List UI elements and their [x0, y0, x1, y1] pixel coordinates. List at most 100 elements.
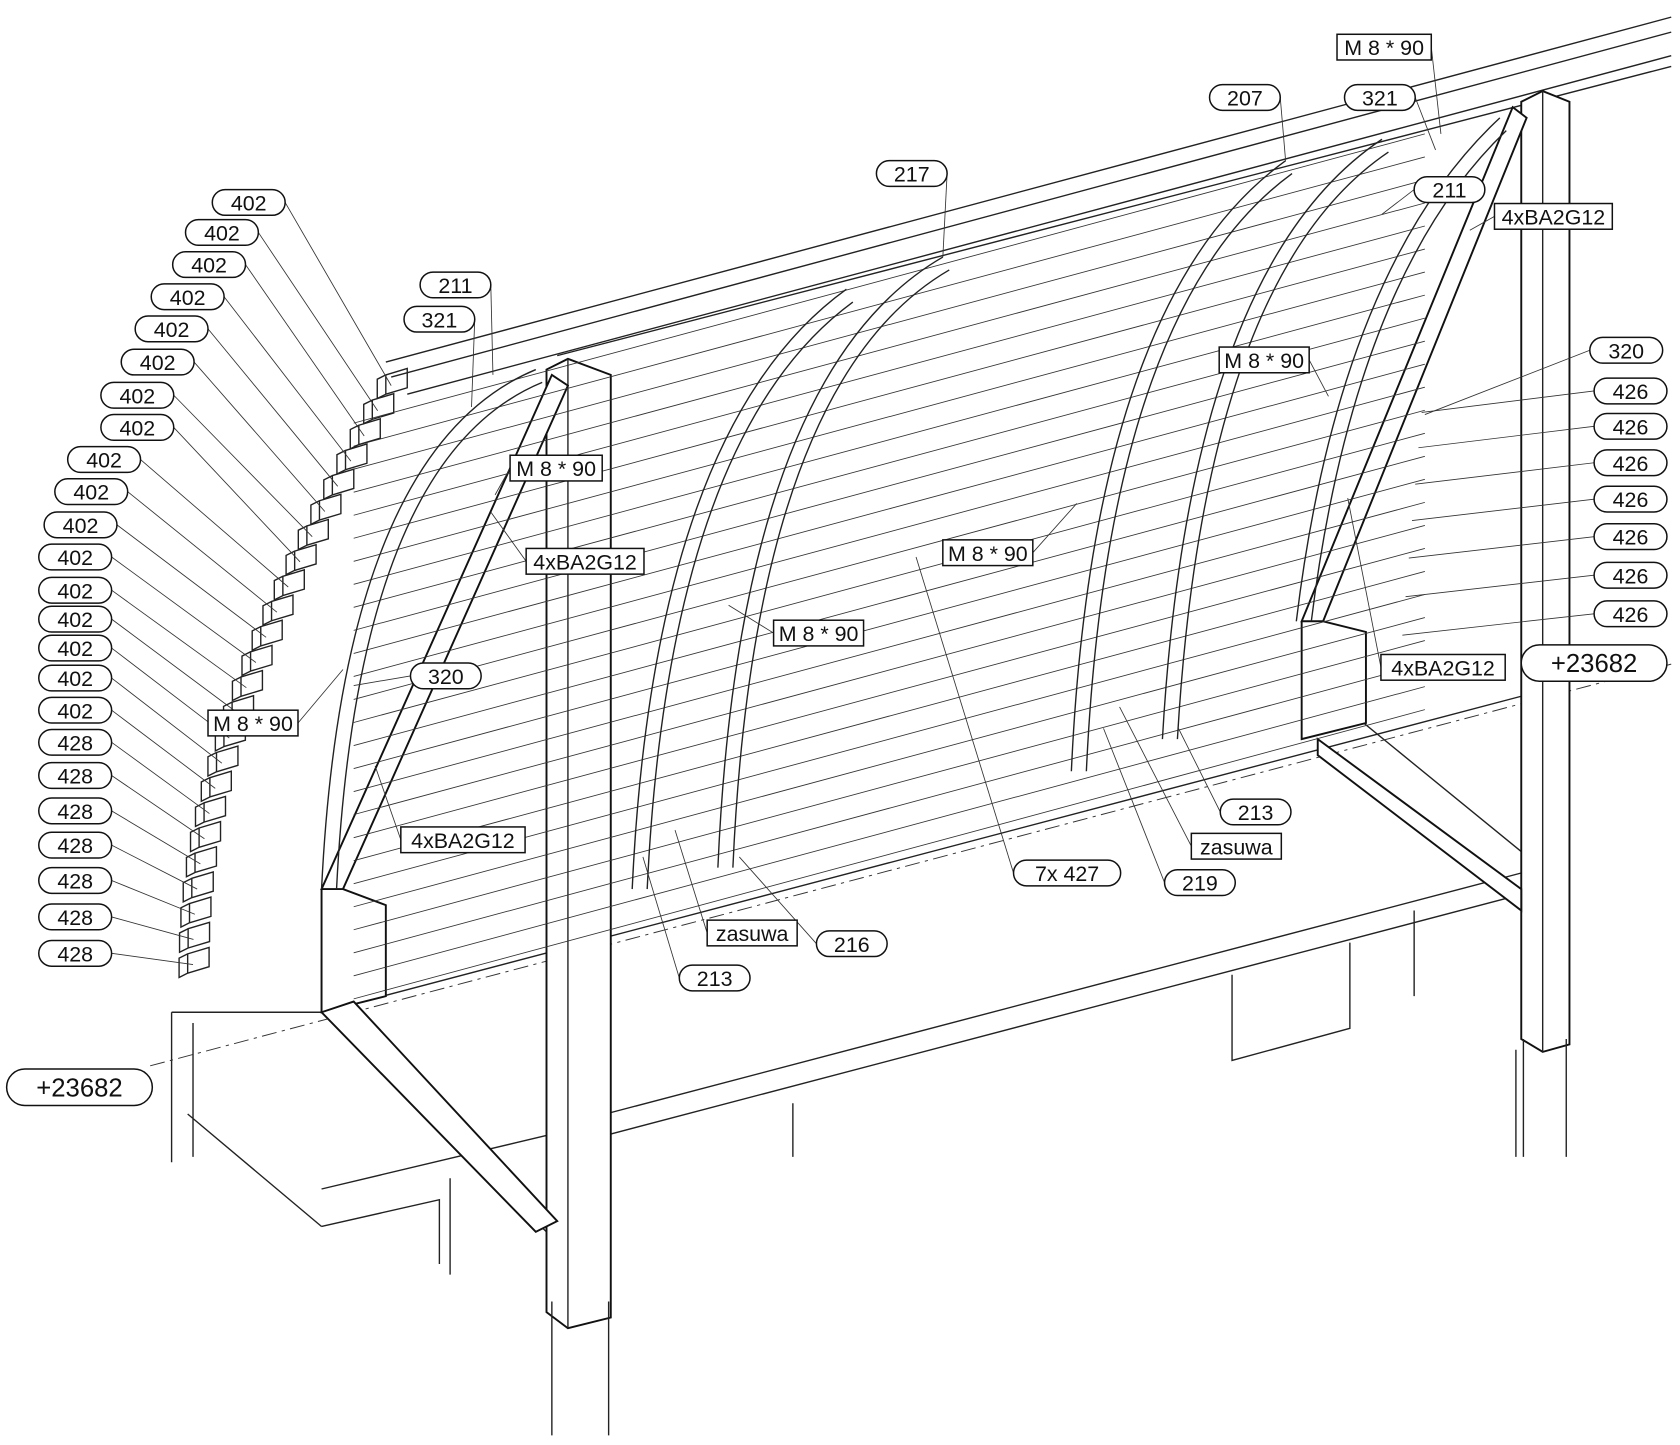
leader-line [353, 675, 411, 686]
part-number-label: 426 [1405, 561, 1668, 598]
leader-line [127, 491, 278, 613]
leader-line [111, 880, 196, 915]
part-number-label: 321 [1343, 83, 1436, 151]
left-diagonal-brace [320, 373, 570, 1014]
label-text: 428 [57, 800, 93, 824]
label-frame [419, 271, 492, 299]
label-text: 321 [1362, 87, 1398, 111]
leader-line [111, 741, 210, 814]
leader-line [284, 202, 392, 386]
louvre-end-block [376, 367, 408, 400]
label-frame [1593, 449, 1668, 477]
louvre-blade [353, 179, 1425, 470]
label-frame [38, 605, 113, 633]
label-text: 211 [438, 274, 472, 298]
callout-box-label: 4xBA2G12 [490, 511, 645, 575]
part-number-label: 402 [150, 283, 352, 462]
louvre-end-block [194, 795, 227, 828]
right-column-web [1522, 91, 1567, 1157]
leader-line [111, 810, 201, 865]
part-number-label: 321 [403, 305, 476, 408]
leader-line [258, 232, 379, 412]
right-base-strut [1316, 737, 1523, 913]
label-frame [1520, 644, 1668, 683]
label-frame [678, 964, 751, 992]
label-text: 207 [1227, 87, 1263, 111]
label-frame [54, 478, 129, 506]
part-number-label: 211 [419, 271, 494, 375]
leader-line [1430, 47, 1442, 134]
part-number-label: 216 [738, 856, 888, 958]
label-text: 402 [231, 192, 267, 216]
part-number-label: 402 [38, 605, 238, 714]
leader-line [223, 296, 352, 462]
label-frame [1336, 33, 1433, 61]
callout-box-label: M 8 * 90 [1336, 33, 1442, 134]
callout-box-label: M 8 * 90 [728, 604, 865, 647]
arch-rib [1070, 160, 1293, 772]
label-frame [1163, 869, 1237, 897]
leader-line [374, 765, 402, 840]
label-text: 426 [1613, 415, 1649, 439]
leader-line [1178, 728, 1221, 813]
louvre-blade [353, 294, 1425, 585]
label-text: 402 [191, 254, 227, 278]
louvre-blade [353, 617, 1425, 908]
label-frame [38, 696, 113, 724]
louvre-end-block [189, 820, 222, 853]
leader-line [111, 844, 198, 890]
part-number-label: 213 [1178, 728, 1292, 826]
label-frame [38, 634, 113, 662]
louvre-end-block [349, 417, 381, 450]
leader-line [1405, 574, 1595, 598]
louvre-blade [353, 133, 1425, 424]
label-frame [942, 539, 1034, 567]
label-text: 426 [1613, 488, 1649, 512]
label-frame [1413, 175, 1486, 204]
leader-line [1402, 613, 1595, 636]
louvre-end-block [185, 845, 218, 878]
leader-line [245, 264, 365, 437]
label-text: 219 [1182, 872, 1218, 896]
part-number-label: 402 [184, 218, 379, 412]
louvre-end-block [310, 493, 342, 526]
label-text: 213 [1238, 801, 1274, 825]
label-frame [1593, 412, 1668, 440]
label-text: M 8 * 90 [1224, 349, 1304, 373]
label-text: 426 [1613, 380, 1649, 404]
arch-rib [1295, 117, 1507, 622]
label-text: 402 [73, 481, 109, 505]
label-frame [38, 866, 113, 895]
label-text: 320 [428, 665, 464, 689]
label-text: 426 [1613, 564, 1649, 588]
label-frame [1493, 202, 1614, 230]
louvre-blade [353, 271, 1425, 562]
louvre-end-block [285, 543, 317, 576]
label-text: 428 [57, 834, 93, 858]
louvre-blade [353, 478, 1425, 769]
part-number-label: 428 [38, 903, 194, 940]
part-number-label: 217 [875, 159, 948, 258]
part-number-label: 213 [642, 856, 751, 992]
label-text: 402 [57, 637, 93, 661]
louvre-blades [353, 133, 1425, 1000]
arch-rib [631, 288, 854, 890]
label-text: 402 [140, 351, 176, 375]
label-text: 402 [57, 699, 93, 723]
label-text: 402 [170, 286, 206, 310]
label-text: 7x 427 [1035, 862, 1099, 886]
label-frame [150, 283, 225, 311]
leader-line [1103, 728, 1165, 883]
leader-line [490, 284, 494, 375]
part-number-label: 402 [171, 250, 365, 437]
leader-line [674, 830, 708, 934]
label-frame [38, 831, 113, 859]
part-number-label: 211 [1381, 175, 1486, 215]
label-frame [409, 662, 482, 690]
louvre-blade [353, 709, 1425, 1000]
label-frame [1593, 377, 1668, 405]
label-text: 4xBA2G12 [1391, 656, 1495, 680]
leader-line [111, 618, 238, 714]
label-text: 426 [1613, 526, 1649, 550]
label-text: 428 [57, 870, 93, 894]
